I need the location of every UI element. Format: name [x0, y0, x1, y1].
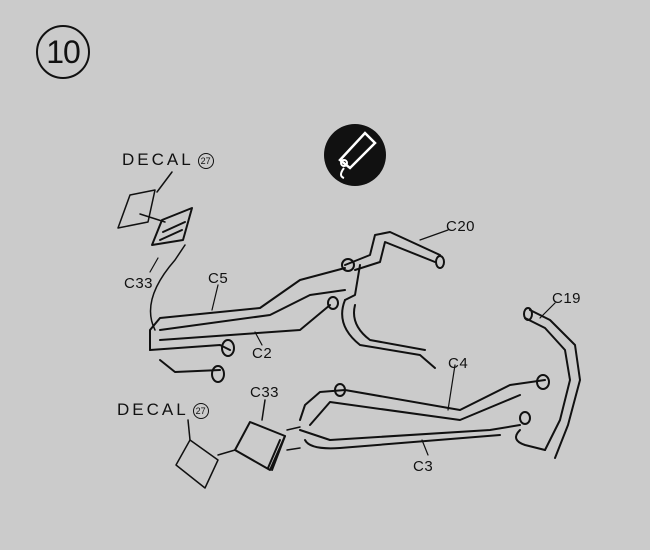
label-c5: C5 [208, 270, 229, 287]
part-c33-top [151, 207, 193, 246]
part-c20 [344, 231, 441, 266]
decal-number-badge: 27 [192, 402, 209, 419]
decal-number-badge: 27 [197, 152, 214, 169]
part-c5 [149, 267, 346, 351]
label-c3: C3 [413, 458, 434, 475]
label-c4: C4 [448, 355, 469, 372]
decal-text: DECAL [122, 150, 194, 169]
decal-sheet-top [117, 189, 156, 229]
part-c2 [159, 304, 331, 341]
decal-text: DECAL [117, 400, 189, 419]
tag-icon [324, 124, 386, 186]
part-c3 [299, 424, 521, 441]
label-c33-top: C33 [124, 275, 154, 292]
label-c20: C20 [446, 218, 476, 235]
label-c33-bottom: C33 [250, 384, 280, 401]
decal-sheet-bottom [175, 439, 219, 489]
part-c19 [524, 317, 571, 451]
step-number: 10 [36, 25, 90, 79]
label-c2: C2 [252, 345, 273, 362]
label-c19: C19 [552, 290, 582, 307]
